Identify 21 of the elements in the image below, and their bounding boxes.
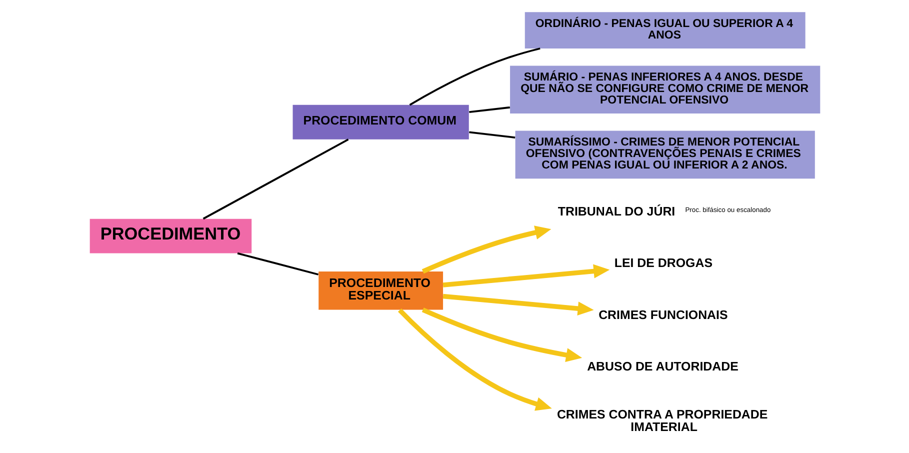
arrow — [442, 294, 594, 316]
node-box: ORDINÁRIO - PENAS IGUAL OU SUPERIOR A 4 ANOS — [524, 12, 805, 48]
node-box: SUMARÍSSIMO - CRIMES DE MENOR POTENCIAL OFENSIVO (CONTRAVENÇÕES PENAIS E CRIMES COM PENAS IGUAL OU INFERIOR A 2 ANOS. — [514, 130, 814, 179]
node-box: SUMÁRIO - PENAS INFERIORES A 4 ANOS. DESDE QUE NÃO SE CONFIGURE COMO CRIME DE MENOR POTENCIAL OFENSIVO — [510, 66, 820, 114]
node-text: ABUSO DE AUTORIDADE — [586, 359, 738, 374]
node-text: TRIBUNAL DO JÚRI — [557, 204, 675, 218]
node-box: PROCEDIMENTO ESPECIAL — [318, 272, 443, 310]
connector — [236, 252, 318, 276]
arrow — [421, 226, 551, 274]
connector — [468, 106, 510, 114]
node-text: LEI DE DROGAS — [614, 256, 712, 270]
connector — [468, 131, 515, 138]
arrow — [421, 308, 582, 362]
node-text: CRIMES FUNCIONAIS — [598, 308, 728, 322]
node-box: PROCEDIMENTO COMUM — [292, 104, 468, 140]
connector — [408, 48, 540, 106]
connector — [202, 138, 348, 220]
node-box: PROCEDIMENTO — [89, 218, 252, 254]
arrow — [397, 308, 552, 411]
arrow — [442, 264, 610, 288]
node-text: CRIMES CONTRA A PROPRIEDADE IMATERIAL — [556, 407, 768, 434]
